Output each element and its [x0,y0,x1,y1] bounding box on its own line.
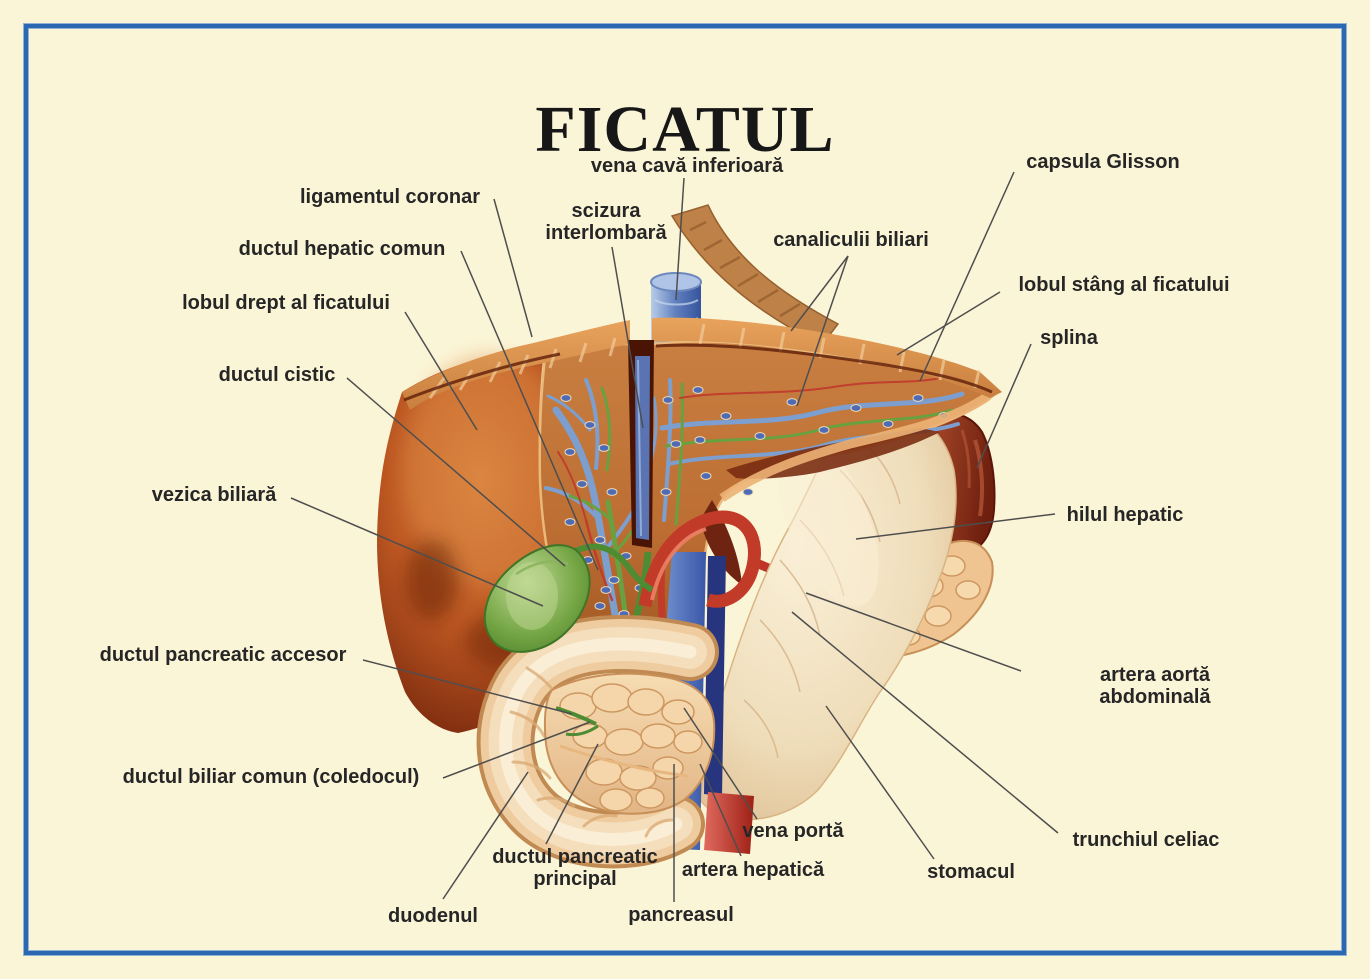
label-artera-hepatica: artera hepatică [681,859,825,881]
glisson-capsule-band [402,317,1002,410]
leader-line-trunchiul-celiac [791,611,1059,834]
leader-line-ductul-pancreatic-accesor [362,659,573,715]
label-artera-aorta-abdominala: artera aortă abdominală [1099,664,1211,709]
leader-line-ductul-pancreatic-principal [545,743,599,845]
leader-line-vena-cava-inferioara [675,177,685,301]
label-capsula-glisson: capsula Glisson [1026,151,1180,173]
leader-line-ductul-hepatic-comun [460,250,599,571]
leader-line-capsula-glisson [919,171,1015,382]
leader-line-lobul-stang-al-ficatului [896,291,1001,356]
leader-line-hilul-hepatic [855,513,1056,540]
label-vena-cava-inferioara: vena cavă inferioară [590,155,784,177]
label-lobul-stang-al-ficatului: lobul stâng al ficatului [1018,274,1230,296]
gallbladder-shape [483,543,654,653]
leader-line-splina [976,343,1032,469]
label-canaliculii-biliari: canaliculii biliari [773,229,929,251]
leader-line-ductul-biliar-comun [442,721,591,779]
leader-line-stomacul [825,705,935,860]
label-vena-porta: vena portă [742,820,844,842]
label-stomacul: stomacul [927,861,1015,883]
label-ductul-hepatic-comun: ductul hepatic comun [238,238,446,260]
leader-line-vezica-biliara [290,497,544,607]
leader-line-scizura-interlombara [611,246,644,429]
label-splina: splina [1040,327,1098,349]
label-trunchiul-celiac: trunchiul celiac [1072,829,1220,851]
duodenum-shape [476,615,719,869]
page-title: FICATUL [535,93,835,167]
label-vezica-biliara: vezica biliară [151,484,277,506]
leader-line-artera-hepatica [699,763,742,857]
label-hilul-hepatic: hilul hepatic [1066,504,1184,526]
label-ductul-biliar-comun: ductul biliar comun (coledocul) [122,766,420,788]
label-scizura-interlombara: scizura interlombară [545,200,667,245]
label-ligamentul-coronar: ligamentul coronar [299,186,481,208]
label-ductul-pancreatic-principal: ductul pancreatic principal [492,846,658,891]
label-duodenul: duodenul [388,905,478,927]
leader-line-ligamentul-coronar [493,198,533,338]
label-ductul-pancreatic-accesor: ductul pancreatic accesor [99,644,347,666]
leader-line-canaliculii-biliari [796,255,849,407]
leader-line-vena-porta [683,707,758,820]
leader-line-artera-aorta-abdominala [805,592,1022,672]
label-lobul-drept-al-ficatului: lobul drept al ficatului [182,292,390,314]
leader-line-duodenul [442,771,529,900]
leader-line-canaliculii-biliari [790,255,849,332]
coronary-ligament-strap [670,204,840,346]
leader-line-ductul-cistic [346,377,566,567]
label-pancreasul: pancreasul [628,904,734,926]
pancreas-shape [543,672,716,815]
label-ductul-cistic: ductul cistic [218,364,336,386]
stomach-shape [699,411,957,821]
leader-line-lobul-drept-al-ficatului [404,311,478,431]
